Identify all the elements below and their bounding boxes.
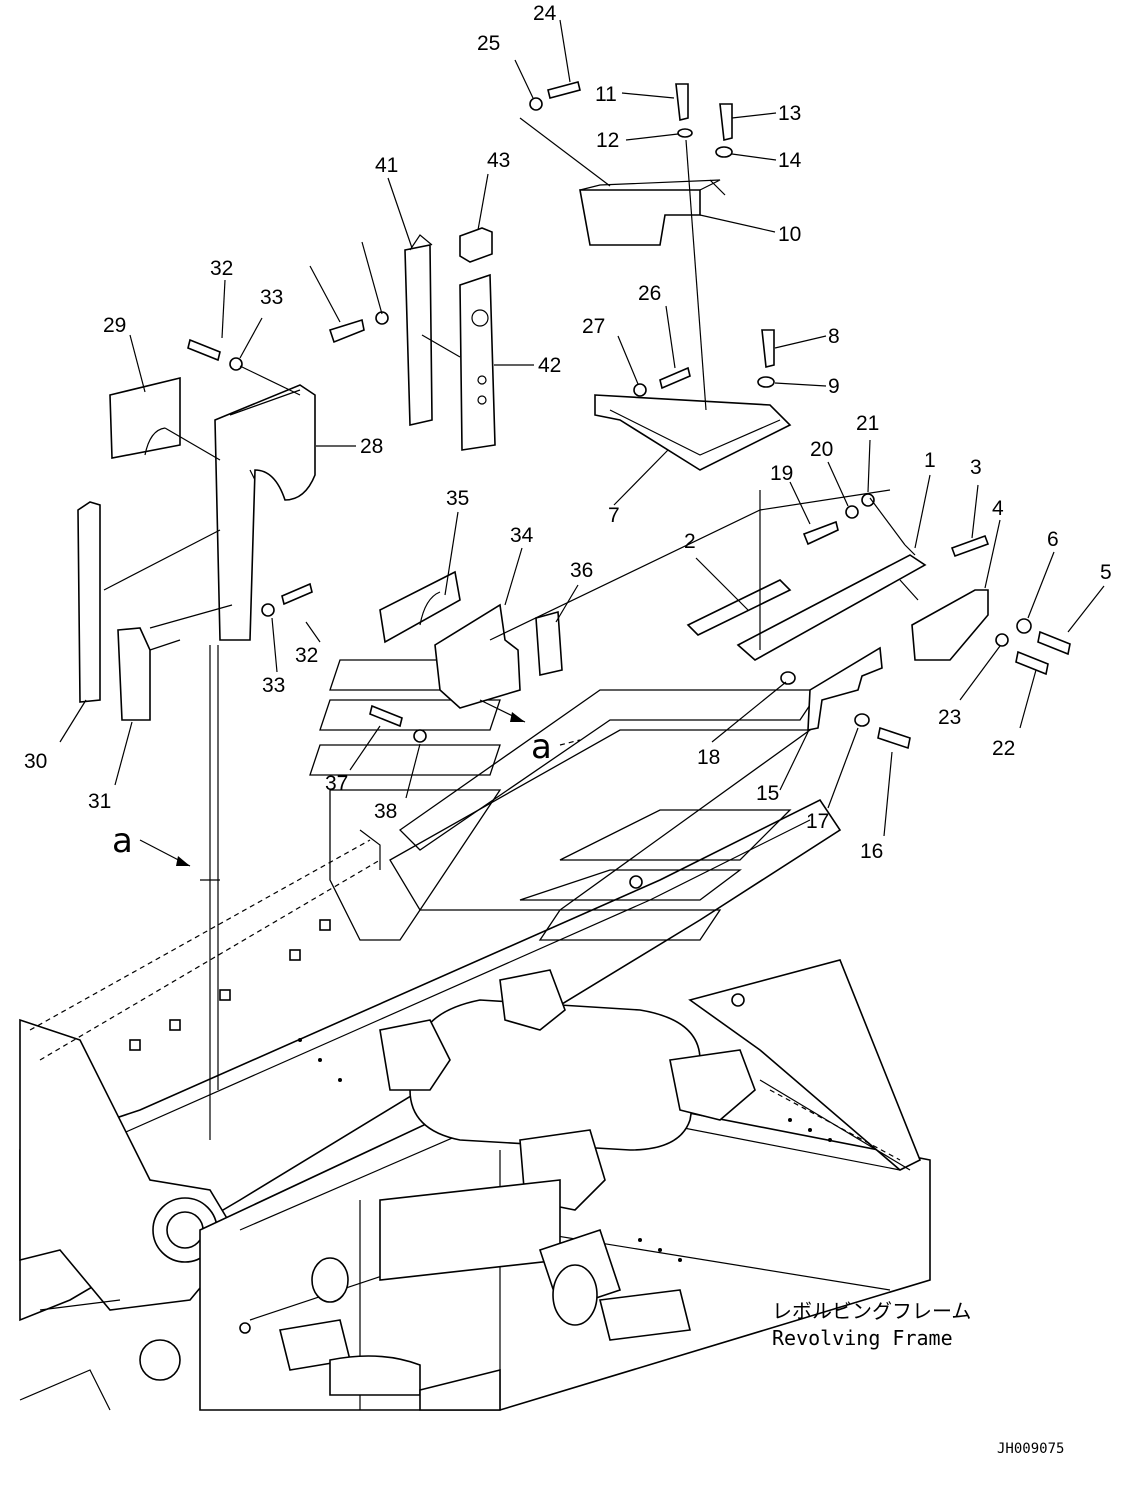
part-label: 15 bbox=[756, 782, 779, 805]
part-label: 24 bbox=[533, 2, 557, 25]
part-41-block bbox=[459, 227, 493, 263]
part-label: 42 bbox=[538, 354, 561, 377]
part-35-block bbox=[535, 610, 563, 676]
part-31-pad bbox=[117, 627, 151, 721]
part-label: 20 bbox=[810, 438, 833, 461]
part-label: 43 bbox=[487, 149, 510, 172]
part-39-strip bbox=[404, 244, 433, 426]
part-label: 26 bbox=[638, 282, 661, 305]
part-1-rail bbox=[736, 554, 927, 661]
part-15-plate bbox=[807, 646, 883, 731]
part-label: 22 bbox=[992, 737, 1015, 760]
part-label: 28 bbox=[360, 435, 383, 458]
fastener-bolts bbox=[187, 81, 1071, 750]
part-label: 11 bbox=[595, 83, 617, 106]
part-labels: 24 25 11 12 13 14 10 8 9 26 27 7 32 33 2… bbox=[24, 2, 1112, 863]
frame-label-jp: レボルビングフレーム bbox=[772, 1299, 971, 1323]
view-a-arrows bbox=[139, 699, 581, 867]
part-label: 12 bbox=[596, 129, 619, 152]
part-label: 10 bbox=[778, 223, 801, 246]
part-label: 19 bbox=[770, 462, 793, 485]
part-34-bracket bbox=[434, 603, 521, 709]
frame-label-en: Revolving Frame bbox=[772, 1326, 953, 1350]
revolving-frame-drawing bbox=[19, 798, 931, 1411]
part-label: 34 bbox=[510, 524, 534, 547]
part-label: 2 bbox=[684, 530, 696, 553]
part-29-pad bbox=[109, 376, 181, 459]
part-40-strip bbox=[459, 273, 496, 451]
part-10-plate bbox=[579, 189, 701, 246]
part-label: 33 bbox=[262, 674, 285, 697]
part-label: 1 bbox=[924, 449, 936, 472]
part-label: 8 bbox=[828, 325, 840, 348]
part-label: 21 bbox=[856, 412, 879, 435]
drawing-code: JH009075 bbox=[997, 1441, 1064, 1457]
part-7-bracket bbox=[594, 394, 792, 471]
part-label: 32 bbox=[295, 644, 318, 667]
part-28-cover bbox=[214, 384, 316, 641]
part-2-rail bbox=[686, 579, 792, 636]
part-label: 33 bbox=[260, 286, 283, 309]
part-30-strip bbox=[77, 501, 101, 703]
part-label: 5 bbox=[1100, 561, 1112, 584]
part-label: 25 bbox=[477, 32, 500, 55]
part-label: 30 bbox=[24, 750, 47, 773]
part-label: 16 bbox=[860, 840, 883, 863]
part-label: 37 bbox=[325, 772, 348, 795]
part-label: 31 bbox=[88, 790, 111, 813]
part-label: 4 bbox=[992, 497, 1004, 520]
part-label: 32 bbox=[210, 257, 233, 280]
part-label: 7 bbox=[608, 504, 620, 527]
part-label: 41 bbox=[375, 154, 398, 177]
part-label: 38 bbox=[374, 800, 397, 823]
part-label: 3 bbox=[970, 456, 982, 479]
part-label: 13 bbox=[778, 102, 801, 125]
part-label: 27 bbox=[582, 315, 605, 338]
part-label: 36 bbox=[570, 559, 593, 582]
part-label: 29 bbox=[103, 314, 126, 337]
part-label: 18 bbox=[697, 746, 720, 769]
view-marker-a: a bbox=[112, 821, 133, 861]
part-label: 9 bbox=[828, 375, 840, 398]
part-3-strip bbox=[950, 534, 990, 558]
leader-lines bbox=[59, 19, 1105, 1140]
part-label: 17 bbox=[806, 810, 829, 833]
part-label: 6 bbox=[1047, 528, 1059, 551]
part-label: 23 bbox=[938, 706, 961, 729]
view-marker-a: a bbox=[531, 727, 552, 767]
part-label: 35 bbox=[446, 487, 469, 510]
part-label: 14 bbox=[778, 149, 802, 172]
part-36-pad bbox=[379, 570, 461, 644]
part-4-plate bbox=[911, 589, 989, 661]
